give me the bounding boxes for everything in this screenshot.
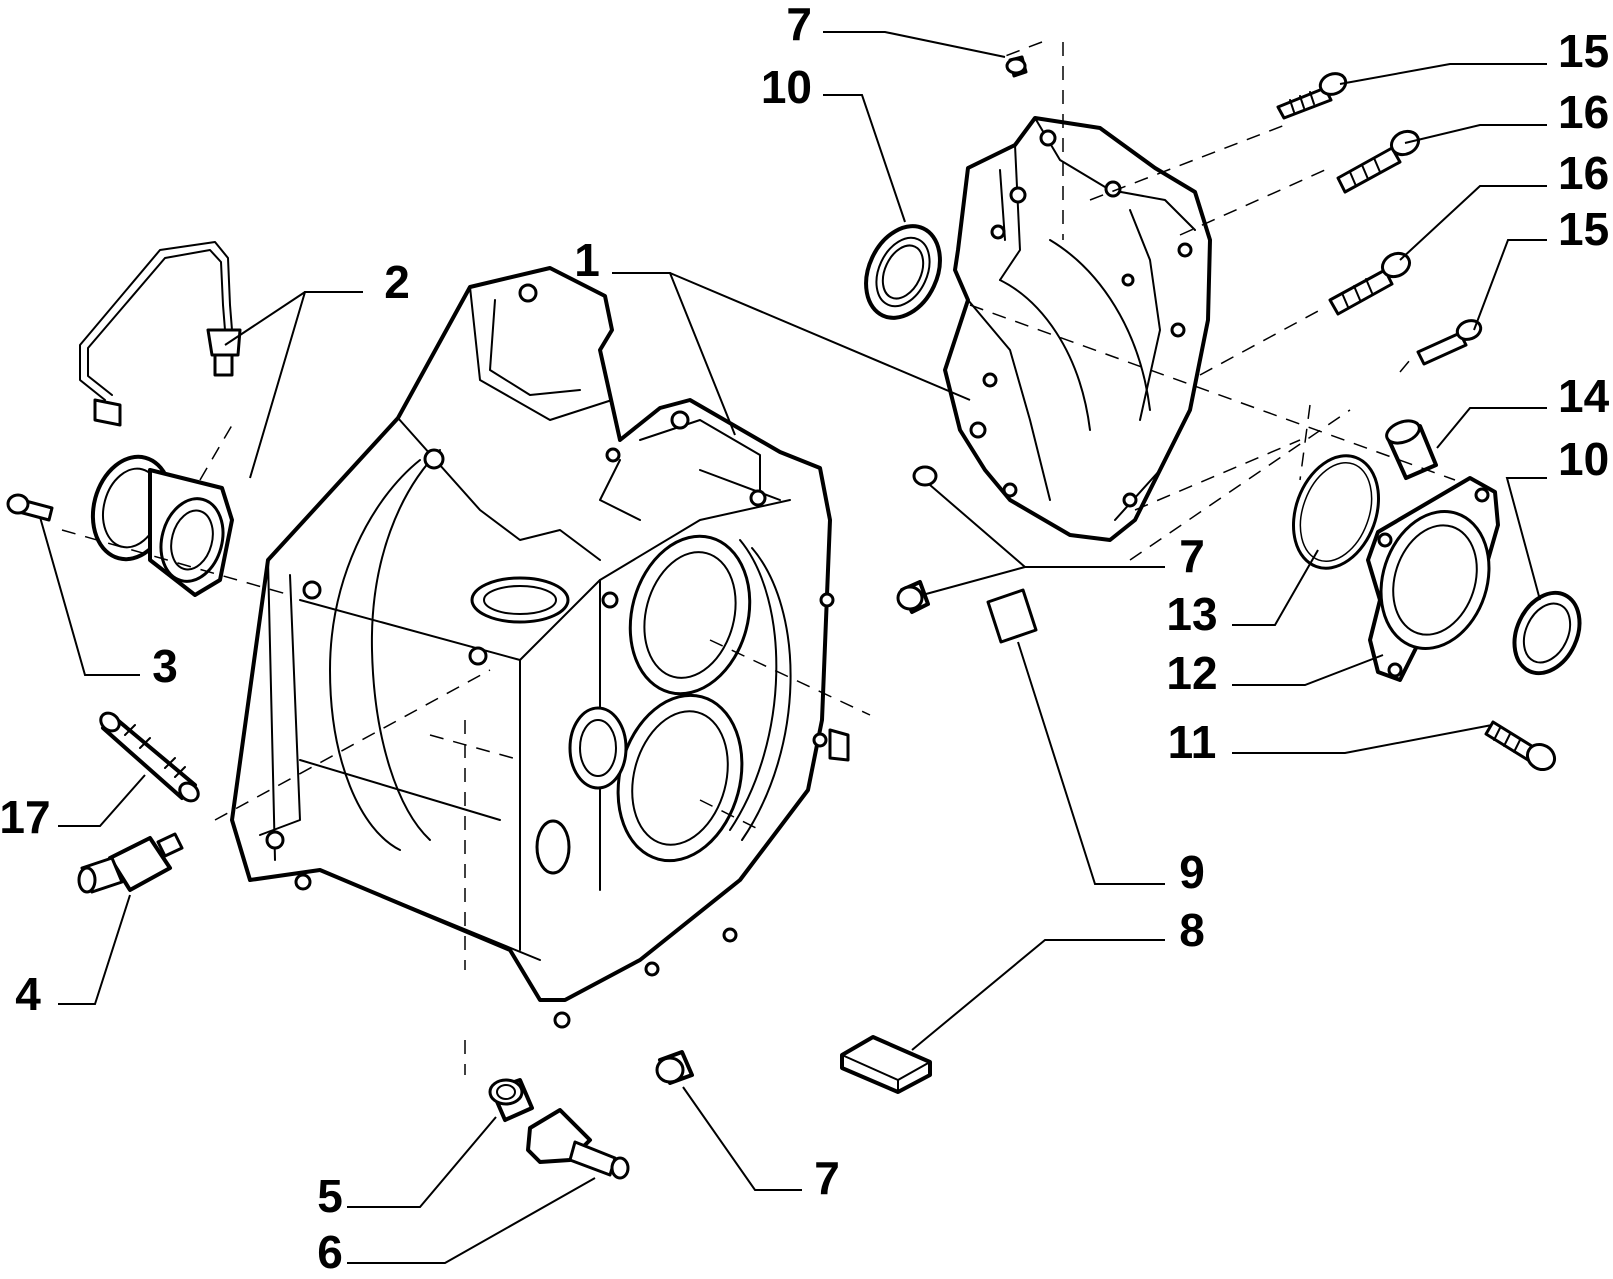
callout-12: 12 [1166,647,1217,699]
bolt-15-lower [1416,319,1483,366]
flange-plate [1366,476,1500,682]
callout-7-bottom: 7 [814,1152,840,1204]
callout-3: 3 [152,640,178,692]
callout-7-top: 7 [786,0,812,50]
bolt-3 [6,493,54,522]
centerlines [61,41,1456,1075]
bolt-16-lower [1328,251,1412,316]
callout-9: 9 [1179,846,1205,898]
dowel-housing-bottom [655,1050,694,1085]
sensor-4 [77,832,184,894]
bolt-11 [1484,720,1557,772]
dowel-top [1005,55,1028,78]
o-ring [1291,454,1381,570]
callout-14: 14 [1558,370,1610,422]
callout-15-top: 15 [1558,25,1609,77]
callout-7-middle: 7 [1179,530,1205,582]
dowel-housing-right [896,580,930,614]
bolt-16-upper [1336,129,1421,194]
callout-16-lower: 16 [1558,147,1609,199]
callout-4: 4 [15,968,41,1020]
callout-13: 13 [1166,588,1217,640]
callout-16-top: 16 [1558,86,1609,138]
release-bearing [90,454,234,597]
bushing-5 [488,1078,534,1122]
stud-17 [99,711,200,803]
callout-2: 2 [384,256,410,308]
callout-1: 1 [574,234,600,286]
oil-seal-upper [864,224,942,320]
hydraulic-pipe [79,241,242,427]
bushing-14 [1385,419,1438,480]
callout-10-top: 10 [761,61,812,113]
callout-15-lower: 15 [1558,203,1609,255]
shim-8 [840,1035,932,1094]
sensor-6 [526,1108,630,1180]
callout-10-right: 10 [1558,433,1609,485]
callout-11: 11 [1168,716,1217,768]
bolt-15-upper [1276,72,1348,120]
gearbox-housing [230,266,850,1029]
spacer-9 [986,588,1038,644]
rear-cover [943,116,1212,542]
callout-17: 17 [0,791,51,843]
callout-8: 8 [1179,904,1205,956]
callout-6: 6 [317,1226,343,1278]
callout-5: 5 [317,1170,343,1222]
leader-lines [39,31,1547,1264]
oil-seal-right [1512,590,1582,676]
dowel-cover [912,465,938,487]
